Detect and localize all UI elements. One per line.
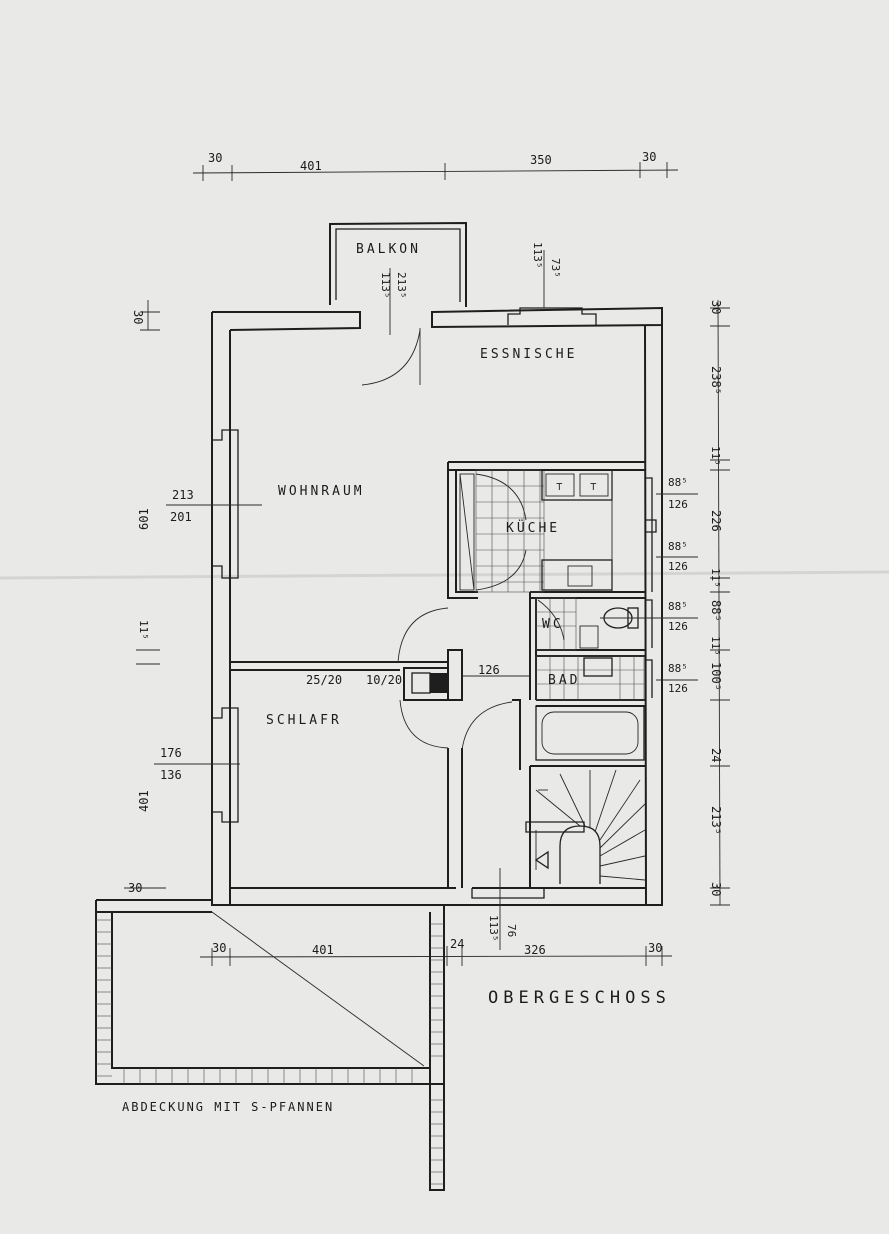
- dim-right-9: 24: [709, 748, 723, 762]
- room-label-wc: WC: [542, 617, 564, 632]
- kitchen-tiles: [475, 469, 545, 593]
- dim-bottom-4: 326: [524, 943, 546, 957]
- balcony-door-swing: [361, 329, 421, 386]
- right-dimension-line: 30 238⁵ 11⁵ 226 11⁵ 88⁵ 11⁵ 100⁵ 24 213⁵: [600, 299, 730, 906]
- dim-wc-window-a: 88⁵: [668, 600, 688, 613]
- bad-room: BAD: [535, 655, 645, 761]
- stove-burner-icon: ⊤: [590, 480, 597, 493]
- room-label-essnische: ESSNISCHE: [480, 347, 577, 362]
- balcony: BALKON 113⁵ 213⁵: [329, 221, 467, 335]
- dim-essnische-window-1: 113⁵: [531, 242, 544, 269]
- dim-stair-window-1: 113⁵: [487, 915, 500, 942]
- outer-walls: [211, 306, 663, 906]
- paper-fold-line: [0, 570, 889, 580]
- schlafr-door-swing: [399, 699, 449, 749]
- dim-bottom-3: 24: [450, 937, 464, 951]
- room-label-wohnraum: WOHNRAUM: [278, 484, 365, 499]
- dim-schlafr-window-2: 136: [160, 768, 182, 782]
- dim-kueche-window-1b: 126: [668, 498, 688, 511]
- dim-kueche-window-2a: 88⁵: [668, 540, 688, 553]
- dim-wohnraum-window-1: 213: [172, 488, 194, 502]
- dim-wc-window-b: 126: [668, 620, 688, 633]
- dim-top-1: 30: [208, 151, 222, 165]
- dim-kueche-window-1a: 88⁵: [668, 476, 688, 489]
- dim-right-10: 213⁵: [709, 806, 723, 835]
- wc-room: WC: [535, 597, 639, 651]
- dim-right-5: 11⁵: [709, 568, 722, 588]
- dim-right-3: 11⁵: [709, 446, 722, 466]
- dim-bottom-1: 30: [212, 941, 226, 955]
- dim-balkon-door-2: 213⁵: [395, 272, 408, 299]
- room-label-kueche: KÜCHE: [506, 519, 560, 536]
- dim-bad-window-b: 126: [668, 682, 688, 695]
- dim-right-4: 226: [709, 510, 723, 532]
- dim-left-3: 401: [137, 790, 151, 812]
- stove-burner-icon: ⊤: [556, 480, 563, 493]
- dim-left-2: 601: [137, 508, 151, 530]
- dim-top-3: 350: [530, 153, 552, 167]
- roof-covering: ABDECKUNG MIT S-PFANNEN: [95, 899, 445, 1191]
- dim-top-2: 401: [300, 159, 322, 173]
- dim-wohnraum-window-2: 201: [170, 510, 192, 524]
- bottom-dimension-line: 30 401 24 326 30: [199, 937, 673, 966]
- staircase: [525, 769, 646, 884]
- hall-door-swing: [461, 701, 513, 751]
- dim-right-2: 238⁵: [709, 366, 723, 395]
- dim-stair-window-2: 76: [505, 924, 518, 937]
- dim-essnische-window-2: 73⁵: [549, 258, 562, 278]
- wohnraum-door-swing: [397, 607, 449, 663]
- dim-right-1: 30: [709, 300, 723, 314]
- chimney: 25/20 10/20 126: [306, 663, 530, 701]
- dim-right-7: 11⁵: [709, 636, 722, 656]
- dim-right-8: 100⁵: [709, 662, 723, 691]
- dim-left-small: 11⁵: [137, 620, 150, 640]
- dim-bad-window-a: 88⁵: [668, 662, 688, 675]
- dim-bottom-5: 30: [648, 941, 662, 955]
- dim-kueche-window-2b: 126: [668, 560, 688, 573]
- dim-chimney-2: 10/20: [366, 673, 402, 687]
- dim-hall-door: 126: [478, 663, 500, 677]
- dim-right-6: 88⁵: [709, 600, 723, 622]
- plan-title: OBERGESCHOSS: [488, 988, 671, 1008]
- room-label-balkon: BALKON: [356, 242, 421, 257]
- room-label-schlafr: SCHLAFR: [266, 713, 342, 728]
- left-dimension-line: 30 601 11⁵ 401 30: [124, 300, 166, 895]
- dim-balkon-door-1: 113⁵: [379, 272, 392, 299]
- roof-covering-note: ABDECKUNG MIT S-PFANNEN: [122, 1100, 334, 1114]
- dim-schlafr-window-1: 176: [160, 746, 182, 760]
- dim-left-1: 30: [131, 310, 145, 324]
- dim-top-4: 30: [642, 150, 656, 164]
- dim-right-11: 30: [709, 882, 723, 896]
- room-label-bad: BAD: [548, 673, 580, 688]
- dim-chimney-1: 25/20: [306, 673, 342, 687]
- top-dimension-line: 30 401 350 30: [192, 150, 679, 181]
- dim-bottom-2: 401: [312, 943, 334, 957]
